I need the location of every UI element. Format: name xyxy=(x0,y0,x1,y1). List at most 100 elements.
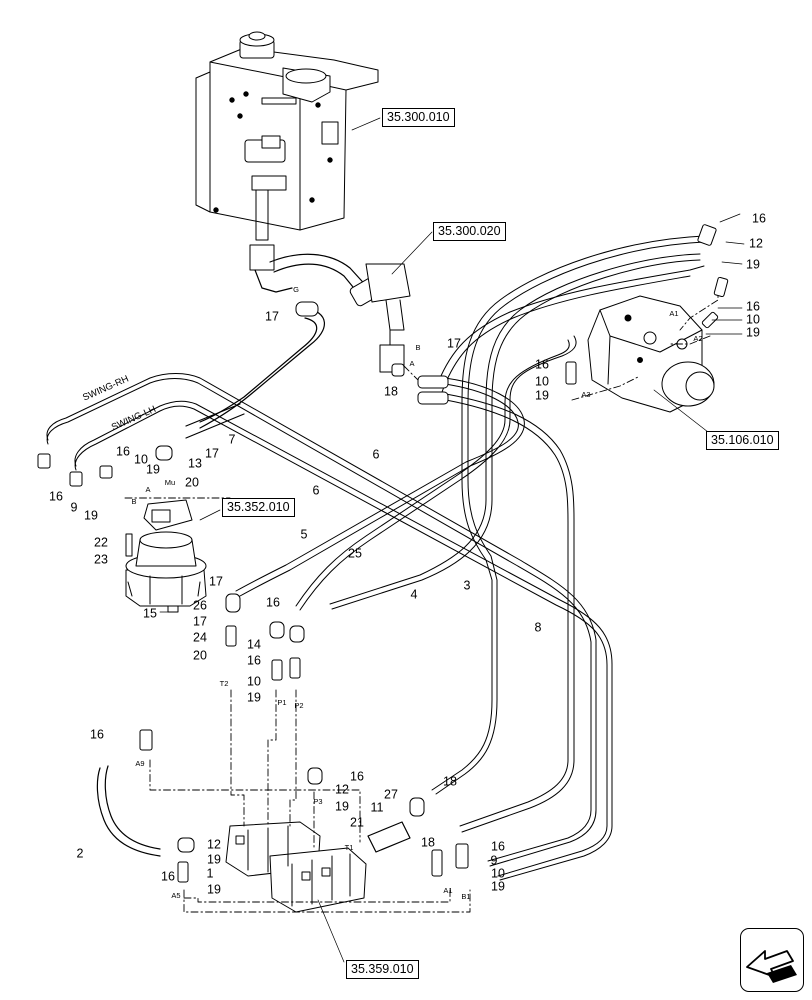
callout: 19 xyxy=(207,852,221,867)
hose-25 xyxy=(329,253,701,610)
callout: 16 xyxy=(535,357,549,372)
callout: 3 xyxy=(463,578,471,593)
callout: 26 xyxy=(193,598,207,613)
port-label: A xyxy=(409,359,415,368)
hose-8 xyxy=(445,393,575,833)
hose-3 xyxy=(431,235,705,795)
reference-35-352-010[interactable]: 35.352.010 xyxy=(222,498,295,517)
callout: 17 xyxy=(447,336,461,351)
hydraulic-tank xyxy=(195,31,379,293)
port-label: A1 xyxy=(443,886,453,895)
callout: 11 xyxy=(370,800,384,815)
callout: 18 xyxy=(443,774,457,789)
hose-11 xyxy=(367,821,411,853)
port-label: T2 xyxy=(219,679,229,688)
port-label: A xyxy=(145,485,151,494)
callout: 12 xyxy=(207,837,221,852)
callout: 23 xyxy=(94,552,108,567)
callout: 17 xyxy=(193,614,207,629)
callout: 9 xyxy=(70,500,78,515)
swing-motor xyxy=(125,499,207,607)
callout: 17 xyxy=(205,446,219,461)
reference-35-300-010[interactable]: 35.300.010 xyxy=(382,108,455,127)
callout: 17 xyxy=(265,309,279,324)
callout: 4 xyxy=(410,587,418,602)
callout: 16 xyxy=(161,869,175,884)
callout: 10 xyxy=(746,312,760,327)
hose-2 xyxy=(96,765,161,857)
callout: 16 xyxy=(247,653,261,668)
port-label: P2 xyxy=(294,701,304,710)
reference-35-300-020[interactable]: 35.300.020 xyxy=(433,222,506,241)
port-label: B xyxy=(131,497,137,506)
next-page-button[interactable] xyxy=(740,928,804,992)
port-label: A1 xyxy=(669,309,679,318)
callout: 9 xyxy=(490,853,498,868)
callout: 6 xyxy=(372,447,380,462)
reference-35-359-010[interactable]: 35.359.010 xyxy=(346,960,419,979)
callout: 20 xyxy=(185,475,199,490)
callout: 17 xyxy=(209,574,223,589)
callout: 27 xyxy=(384,787,398,802)
callout: 21 xyxy=(350,815,364,830)
callout: 18 xyxy=(421,835,435,850)
next-page-arrow-icon xyxy=(746,950,797,983)
callout: 10 xyxy=(491,866,505,881)
fittings xyxy=(37,224,729,883)
callout: 16 xyxy=(746,299,760,314)
callout: 1 xyxy=(206,866,214,881)
callout: 12 xyxy=(335,782,349,797)
callout: 19 xyxy=(746,325,760,340)
callout: 16 xyxy=(491,839,505,854)
callout: 19 xyxy=(491,879,505,894)
port-label: B1 xyxy=(461,892,471,901)
callout: 6 xyxy=(312,483,320,498)
control-valve-block xyxy=(269,253,411,373)
callout: 12 xyxy=(749,236,763,251)
travel-motor xyxy=(587,295,715,413)
callout: 25 xyxy=(348,546,362,561)
callout: 19 xyxy=(535,388,549,403)
callout: 22 xyxy=(94,535,108,550)
callout: 19 xyxy=(207,882,221,897)
port-label: T1 xyxy=(344,843,354,852)
port-label: P1 xyxy=(277,698,287,707)
callout: 10 xyxy=(535,374,549,389)
hose-5-6 xyxy=(235,377,525,597)
callout: 14 xyxy=(247,637,261,652)
callout: 10 xyxy=(247,674,261,689)
reference-35-106-010[interactable]: 35.106.010 xyxy=(706,431,779,450)
hose-upper-loop xyxy=(435,265,705,393)
port-label: A3 xyxy=(581,390,591,399)
hose-swing-lh xyxy=(74,400,613,881)
callout: 16 xyxy=(350,769,364,784)
leader-lines xyxy=(159,117,745,963)
callout: 5 xyxy=(300,527,308,542)
callout: 16 xyxy=(752,211,766,226)
port-label: P3 xyxy=(313,797,323,806)
callout: 19 xyxy=(247,690,261,705)
callout: 8 xyxy=(534,620,542,635)
callout: 7 xyxy=(228,432,236,447)
hose-4 xyxy=(295,335,577,611)
callout: 19 xyxy=(84,508,98,523)
port-label: A5 xyxy=(171,891,181,900)
callout: 19 xyxy=(746,257,760,272)
hose-swing-rh xyxy=(46,373,597,867)
port-label: Mu xyxy=(164,478,176,487)
callout: 20 xyxy=(193,648,207,663)
callout: 16 xyxy=(90,727,104,742)
port-label: A9 xyxy=(135,759,145,768)
callout: 16 xyxy=(49,489,63,504)
callout: 19 xyxy=(146,462,160,477)
port-label: B xyxy=(415,343,421,352)
port-label: G xyxy=(293,285,299,294)
callout: 19 xyxy=(335,799,349,814)
callout: 18 xyxy=(384,384,398,399)
callout: 15 xyxy=(143,606,157,621)
main-control-valve xyxy=(225,821,367,913)
callout: 24 xyxy=(193,630,207,645)
port-label: A2 xyxy=(693,334,703,343)
